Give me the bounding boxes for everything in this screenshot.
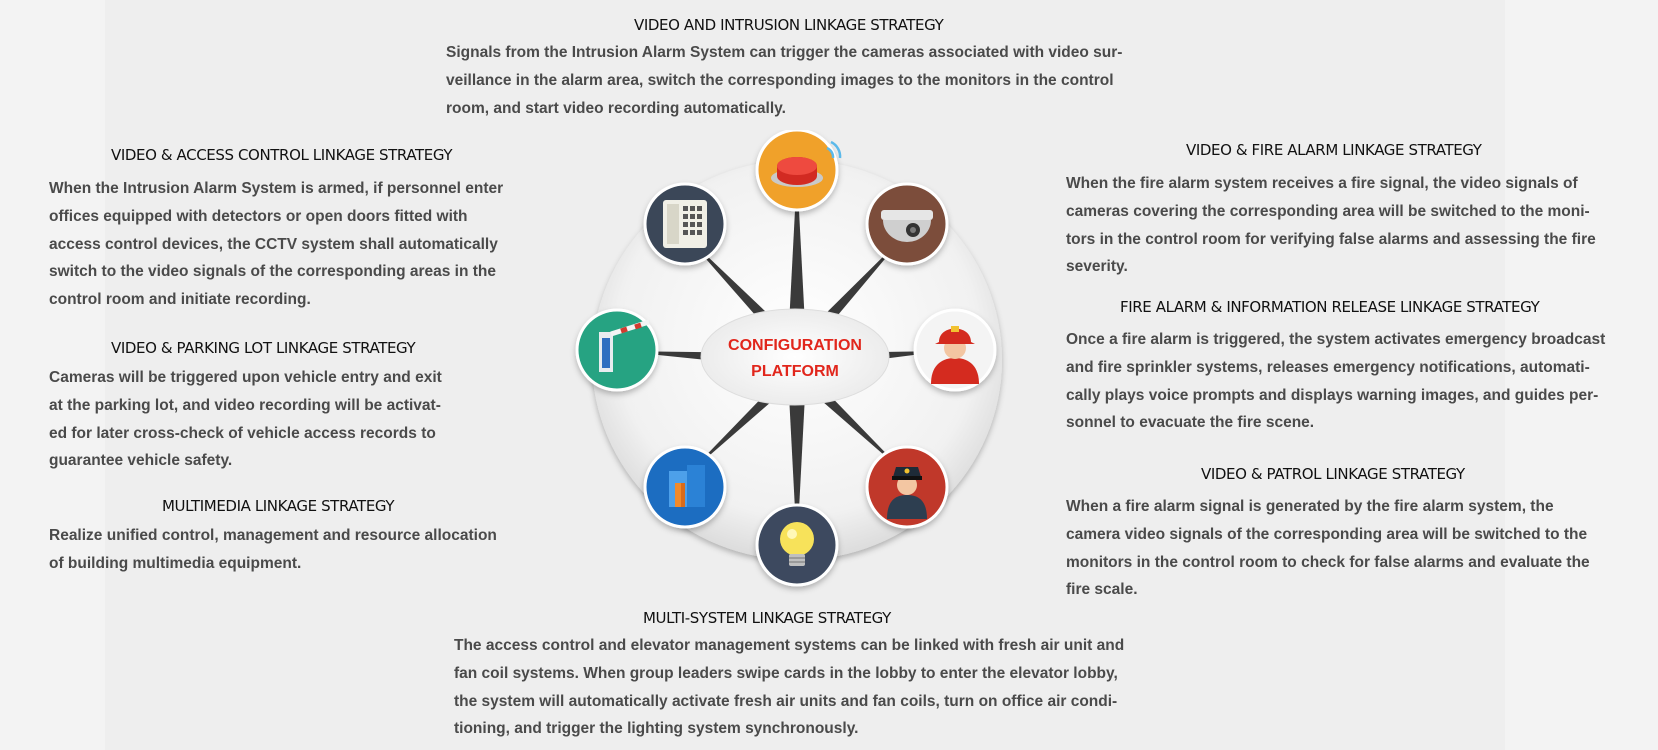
security-guard-icon <box>865 445 949 529</box>
text-line: tors in the control room for verifying f… <box>1066 230 1596 248</box>
text-line: tioning, and trigger the lighting system… <box>454 720 859 738</box>
text-line: fan coil systems. When group leaders swi… <box>454 664 1118 682</box>
parking-barrier-icon <box>575 308 659 392</box>
text-line: offices equipped with detectors or open … <box>49 207 468 225</box>
center-label-line1: CONFIGURATION <box>728 337 862 354</box>
text-line: When the Intrusion Alarm System is armed… <box>49 180 504 197</box>
dome-camera-icon <box>865 182 949 266</box>
video-intrusion-text: Signals from the Intrusion Alarm System … <box>446 39 1146 122</box>
spoke <box>789 172 805 325</box>
text-line: and fire sprinkler systems, releases eme… <box>1066 358 1590 376</box>
building-icon <box>643 445 727 529</box>
text-line: control room and initiate recording. <box>49 291 311 309</box>
multi-system-text: The access control and elevator manageme… <box>454 632 1154 743</box>
parking-lot-text: Cameras will be triggered upon vehicle e… <box>49 364 529 475</box>
text-line: veillance in the alarm area, switch the … <box>446 71 1114 89</box>
information-release-section: FIRE ALARM & INFORMATION RELEASE LINKAGE… <box>1066 298 1646 437</box>
text-line: ed for later cross-check of vehicle acce… <box>49 424 436 442</box>
text-line: camera video signals of the correspondin… <box>1066 525 1588 543</box>
light-bulb-icon <box>755 503 839 587</box>
center-label-line2: PLATFORM <box>751 363 839 380</box>
text-line: cally plays voice prompts and displays w… <box>1066 386 1599 404</box>
access-control-text: When the Intrusion Alarm System is armed… <box>49 175 529 314</box>
access-control-section: VIDEO & ACCESS CONTROL LINKAGE STRATEGY … <box>49 146 529 314</box>
text-line: When the fire alarm system receives a fi… <box>1066 175 1578 192</box>
linkage-diagram: CONFIGURATION PLATFORM <box>575 130 1002 587</box>
text-line: When a fire alarm signal is generated by… <box>1066 498 1554 515</box>
spoke <box>687 380 787 475</box>
patrol-text: When a fire alarm signal is generated by… <box>1066 493 1646 604</box>
alarm-button-icon <box>755 130 842 212</box>
center-hub: CONFIGURATION PLATFORM <box>700 308 890 406</box>
text-line: fire scale. <box>1066 581 1138 599</box>
text-line: severity. <box>1066 258 1128 276</box>
information-release-title: FIRE ALARM & INFORMATION RELEASE LINKAGE… <box>1120 298 1540 316</box>
text-line: switch to the video signals of the corre… <box>49 263 496 281</box>
multi-system-title: MULTI-SYSTEM LINKAGE STRATEGY <box>643 609 891 627</box>
text-line: Once a fire alarm is triggered, the syst… <box>1066 331 1606 348</box>
patrol-title: VIDEO & PATROL LINKAGE STRATEGY <box>1201 465 1465 483</box>
multimedia-text: Realize unified control, management and … <box>49 522 529 578</box>
fire-alarm-section: VIDEO & FIRE ALARM LINKAGE STRATEGY When… <box>1066 141 1646 281</box>
video-intrusion-section: VIDEO AND INTRUSION LINKAGE STRATEGY Sig… <box>446 16 1146 122</box>
text-line: guarantee vehicle safety. <box>49 452 233 470</box>
multimedia-title: MULTIMEDIA LINKAGE STRATEGY <box>162 497 395 515</box>
text-line: Signals from the Intrusion Alarm System … <box>446 44 1123 61</box>
multi-system-section: MULTI-SYSTEM LINKAGE STRATEGY The access… <box>454 609 1154 743</box>
text-line: Realize unified control, management and … <box>49 527 497 544</box>
text-line: the system will automatically activate f… <box>454 692 1118 710</box>
patrol-section: VIDEO & PATROL LINKAGE STRATEGY When a f… <box>1066 465 1646 604</box>
text-line: monitors in the control room to check fo… <box>1066 553 1590 571</box>
multimedia-section: MULTIMEDIA LINKAGE STRATEGY Realize unif… <box>49 497 529 578</box>
spoke <box>807 380 907 475</box>
access-keypad-icon <box>643 182 727 266</box>
text-line: room, and start video recording automati… <box>446 99 786 117</box>
text-line: sonnel to evacuate the fire scene. <box>1066 414 1315 432</box>
firefighter-icon <box>913 308 997 392</box>
text-line: of building multimedia equipment. <box>49 554 302 572</box>
parking-lot-title: VIDEO & PARKING LOT LINKAGE STRATEGY <box>111 339 416 357</box>
video-intrusion-title: VIDEO AND INTRUSION LINKAGE STRATEGY <box>634 16 944 34</box>
text-line: Cameras will be triggered upon vehicle e… <box>49 369 442 386</box>
text-line: cameras covering the corresponding area … <box>1066 202 1590 220</box>
parking-lot-section: VIDEO & PARKING LOT LINKAGE STRATEGY Cam… <box>49 339 529 475</box>
information-release-text: Once a fire alarm is triggered, the syst… <box>1066 326 1646 437</box>
text-line: access control devices, the CCTV system … <box>49 235 498 253</box>
fire-alarm-text: When the fire alarm system receives a fi… <box>1066 170 1646 281</box>
access-control-title: VIDEO & ACCESS CONTROL LINKAGE STRATEGY <box>111 146 453 164</box>
spoke <box>789 395 805 548</box>
fire-alarm-title: VIDEO & FIRE ALARM LINKAGE STRATEGY <box>1186 141 1482 159</box>
text-line: at the parking lot, and video recording … <box>49 396 441 414</box>
text-line: The access control and elevator manageme… <box>454 637 1125 654</box>
